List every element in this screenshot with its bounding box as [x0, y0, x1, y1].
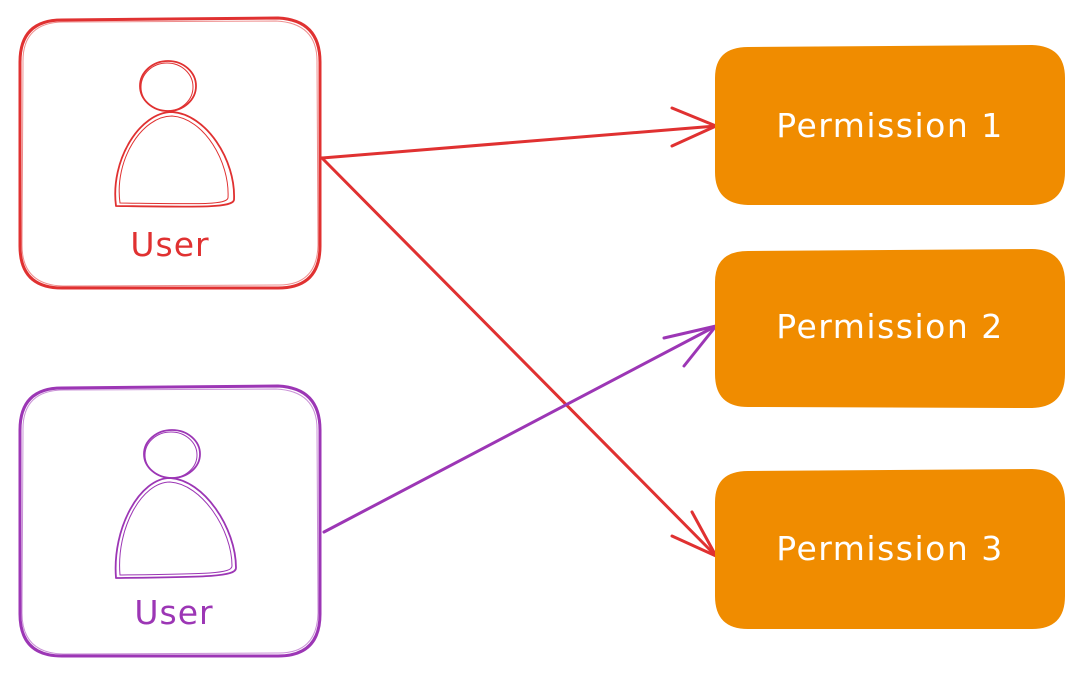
user-node-1[interactable]: User	[18, 16, 322, 290]
user-label: User	[134, 593, 213, 632]
user-label: User	[130, 225, 209, 264]
user-node-1-frame	[18, 16, 322, 290]
permission-node-1[interactable]: Permission 1	[715, 44, 1065, 205]
user-node-2-frame	[18, 384, 322, 658]
arrow-user1-permission1	[320, 106, 718, 160]
person-icon	[114, 60, 235, 208]
permission-1-box	[715, 44, 1065, 205]
permission-label: Permission 2	[776, 307, 1003, 346]
permission-node-2[interactable]: Permission 2	[715, 248, 1065, 409]
permission-2-box	[715, 248, 1065, 409]
permission-node-3[interactable]: Permission 3	[715, 468, 1065, 629]
person-icon	[114, 429, 237, 579]
user-node-2[interactable]: User	[18, 384, 322, 658]
permission-label: Permission 1	[776, 106, 1003, 145]
permission-label: Permission 3	[776, 529, 1003, 568]
permission-3-box	[715, 468, 1065, 629]
